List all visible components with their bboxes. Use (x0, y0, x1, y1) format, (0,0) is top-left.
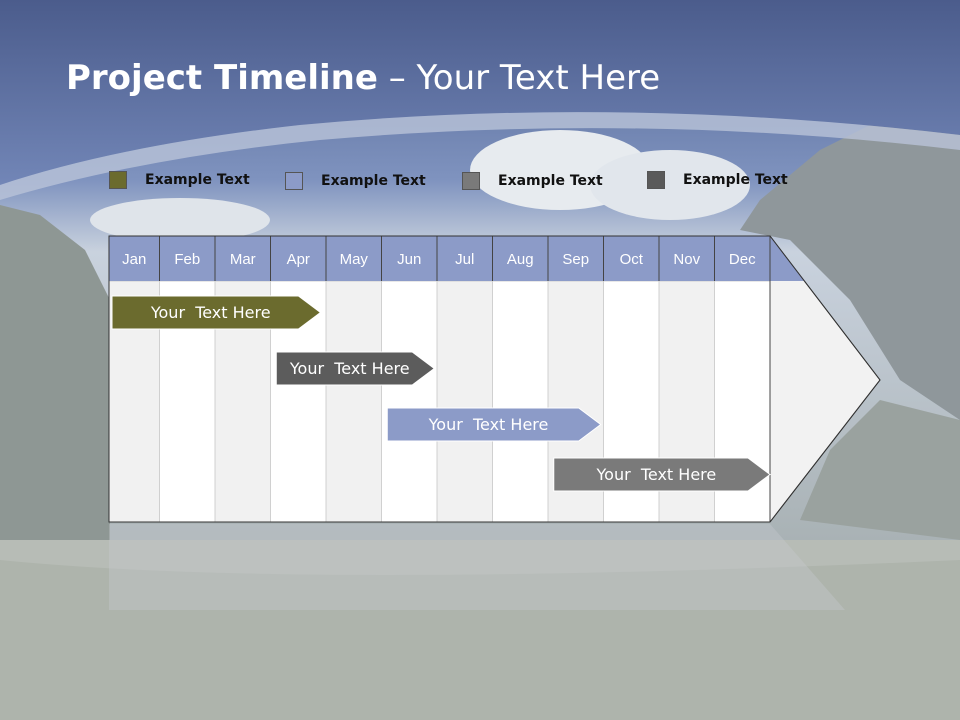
title-bold: Project Timeline (66, 58, 378, 98)
legend-swatch-2 (285, 172, 303, 190)
legend-item-2: Example Text (285, 171, 426, 191)
month-label: Apr (287, 251, 310, 268)
month-label: Jul (455, 251, 474, 268)
month-label: Feb (174, 251, 200, 268)
month-label: Jan (122, 251, 146, 268)
task-bar (386, 407, 602, 442)
timeline-outline (108, 235, 881, 523)
legend-label-2: Example Text (321, 173, 426, 189)
legend-item-3: Example Text (462, 171, 603, 191)
legend-label-4: Example Text (683, 172, 788, 188)
month-label: Dec (729, 251, 756, 268)
month-label: Oct (620, 251, 644, 268)
title-rest: – Your Text Here (377, 58, 661, 98)
month-label: May (340, 251, 369, 268)
task-bar-label: Your Text Here (150, 303, 271, 322)
month-label: Mar (230, 251, 256, 268)
month-label: Jun (397, 251, 421, 268)
month-column (325, 280, 382, 523)
legend-swatch-4 (647, 171, 665, 189)
task-bar-label: Your Text Here (428, 415, 549, 434)
legend-swatch-3 (462, 172, 480, 190)
month-label: Nov (673, 251, 700, 268)
month-column (381, 280, 438, 523)
task-bar (111, 295, 322, 330)
legend-item-4: Example Text (647, 170, 788, 190)
legend-label-3: Example Text (498, 173, 603, 189)
month-column (436, 280, 493, 523)
month-header-band (109, 236, 805, 281)
task-bar-label: Your Text Here (289, 359, 410, 378)
task-bar (275, 351, 436, 386)
month-label: Sep (562, 251, 589, 268)
task-bar-label: Your Text Here (596, 465, 717, 484)
legend-label-1: Example Text (145, 172, 250, 188)
task-bar (553, 457, 771, 492)
month-label: Aug (507, 251, 534, 268)
legend-item-1: Example Text (109, 170, 250, 190)
slide-title: Project Timeline – Your Text Here (66, 58, 660, 98)
legend-swatch-1 (109, 171, 127, 189)
month-column (492, 280, 549, 523)
